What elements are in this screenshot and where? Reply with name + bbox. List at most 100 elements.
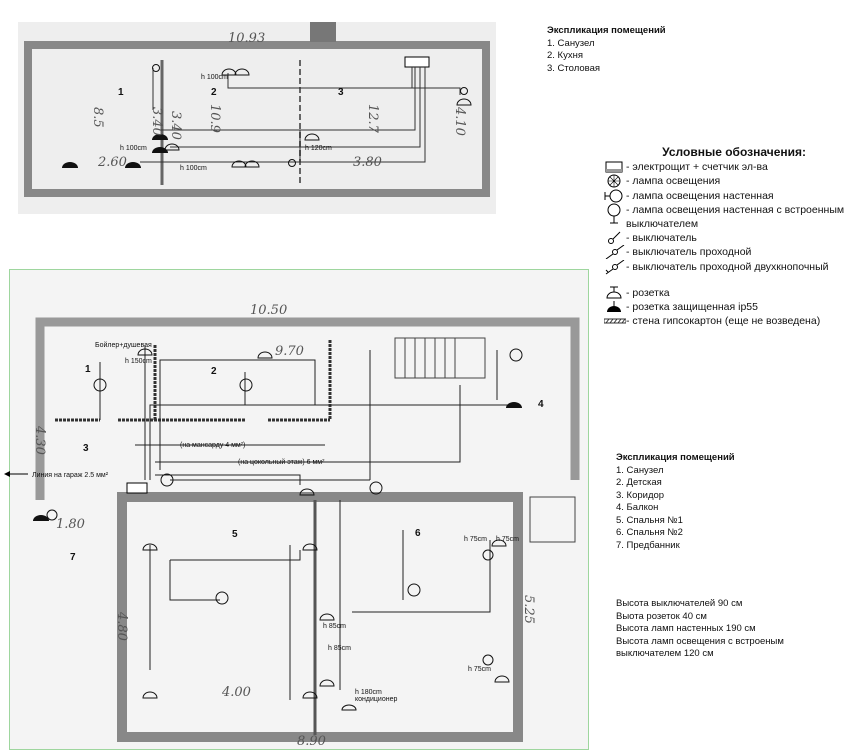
height-note: Высота ламп освещения с встроеным выключ… [616, 635, 784, 660]
socket-ip55-icon [33, 515, 49, 521]
switch-icon [608, 231, 621, 245]
legend-label: - выключатель проходной двухкнопочный [626, 260, 829, 273]
dimension-970: 9.70 [275, 344, 304, 359]
top-explication: Экспликация помещений 1. Санузел 2. Кухн… [547, 25, 666, 75]
socket-ip55-icon [125, 162, 141, 168]
socket-ip55-icon [152, 134, 168, 140]
legend-label: - лампа освещения настенная [626, 189, 774, 202]
explication-item: 7. Предбанник [616, 539, 680, 551]
socket-ip55-icon [506, 402, 522, 408]
dimension-480: 4.80 [114, 611, 129, 641]
socket-icon [319, 613, 335, 621]
handwritten-dimension: 2.60 [97, 155, 127, 170]
dimension-180: 1.80 [56, 517, 85, 532]
legend-label: - выключатель [626, 232, 697, 245]
wall-lamp-icon [604, 189, 623, 203]
room-label-1: 1 [118, 87, 124, 98]
ceiling-lamp-icon [607, 174, 621, 188]
legend-label: - стена гипсокартон (еще не возведена) [626, 315, 821, 328]
room-label-7: 7 [70, 552, 76, 563]
explication-item: 1. Санузел [547, 37, 595, 49]
handwritten-dimension: 3.40 [149, 107, 164, 136]
ip55-sockets [33, 402, 522, 521]
socket-icon [244, 160, 260, 168]
height-label: h 180cm [355, 689, 382, 696]
socket-icon [494, 675, 510, 683]
socket-icon [142, 543, 158, 551]
ceiling-lamp-icon [215, 591, 229, 605]
height-label: h 100cm [201, 74, 228, 81]
dimension-bottom: 8.90 [297, 734, 326, 749]
explication-item: 1. Санузел [616, 464, 664, 476]
socket-icon [299, 488, 315, 496]
legend-item: - стена гипсокартон (еще не возведена) [604, 314, 846, 328]
legend: Условные обозначения: - электрощит + сче… [604, 145, 846, 328]
boiler-label: Бойлер+душевая [95, 341, 152, 349]
stairs [394, 337, 576, 543]
handwritten-area: 8.5 [90, 107, 105, 128]
legend-item: - электрощит + счетчик эл-ва [604, 160, 846, 174]
socket-icon [142, 691, 158, 699]
arrow-left-icon [4, 471, 10, 477]
legend-item: - лампа освещения [604, 174, 846, 188]
socket-icon [606, 286, 622, 299]
socket-icon [491, 539, 507, 547]
socket-ip55-icon [607, 300, 621, 312]
socket-ip55-icon [62, 162, 78, 168]
drywall-icon [604, 318, 626, 324]
legend-label: - розетка [626, 286, 670, 299]
explication-item: 6. Спальня №2 [616, 527, 683, 538]
height-label: h 85cm [323, 623, 346, 630]
legend-label: - выключатель проходной [626, 246, 752, 259]
socket-icon [137, 348, 153, 356]
socket-icon [234, 68, 250, 76]
wall-lamp-switch-icon [482, 654, 494, 666]
height-label: h 75cm [496, 536, 519, 543]
room-label-2: 2 [211, 366, 217, 377]
height-notes: Высота выключателей 90 см Выота розеток … [616, 598, 816, 661]
ceiling-lamp-icon [239, 378, 253, 392]
attic-line-label: (на мансарду 4 мм²) [180, 442, 245, 449]
top-outer-wall [24, 41, 490, 197]
handwritten-area: 10.9 [207, 104, 222, 133]
wall-lamp-switch-icon [607, 203, 621, 224]
wiring [99, 345, 520, 700]
explication-item: 5. Спальня №1 [616, 514, 683, 526]
room-label-4: 4 [538, 399, 544, 410]
outer-wall [35, 317, 580, 500]
socket-ip55-icon [152, 147, 168, 153]
height-label: h 75cm [468, 666, 491, 673]
legend-item: - выключатель проходной двухкнопочный [604, 259, 846, 286]
explication-title: Экспликация помещений [616, 452, 735, 463]
legend-label: - лампа освещения [626, 175, 721, 188]
socket-icon [164, 143, 180, 151]
dimension-left: 4.30 [32, 425, 47, 455]
explication-title: Экспликация помещений [547, 25, 666, 36]
handwritten-dimension: 4.10 [452, 106, 467, 136]
legend-item: - лампа освещения настенная с встроенным… [604, 203, 846, 231]
ceiling-lamp-icon [46, 509, 58, 521]
height-note: Высота выключателей 90 см [616, 598, 743, 609]
wall-lamp-icon [160, 473, 174, 487]
height-note: Выота розеток 40 см [616, 610, 707, 622]
wall-lamp-icon [369, 481, 383, 495]
ceiling-lamp-icon [407, 583, 421, 597]
chimney [310, 22, 336, 42]
socket-icon [302, 691, 318, 699]
wiring [140, 67, 461, 163]
height-label: h 100cm [180, 165, 207, 172]
garage-line-label: Линия на гараж 2.5 мм² [32, 472, 109, 479]
legend-label: - лампа освещения настенная с встроенным… [626, 203, 845, 231]
electrical-panel-icon [404, 56, 430, 68]
height-label: h 75cm [464, 536, 487, 543]
explication-item: 2. Кухня [547, 50, 583, 61]
height-label: h 120cm [305, 145, 332, 152]
top-plan-scan [18, 22, 496, 214]
wall-lamp-icon [152, 64, 160, 72]
ceiling-lamps [46, 348, 523, 666]
legend-title: Условные обозначения: [662, 145, 806, 159]
explication-item: 4. Балкон [616, 502, 659, 513]
wall-lamp-icon [460, 87, 468, 95]
socket-icon [456, 98, 472, 106]
explication-item: 3. Коридор [616, 489, 665, 501]
